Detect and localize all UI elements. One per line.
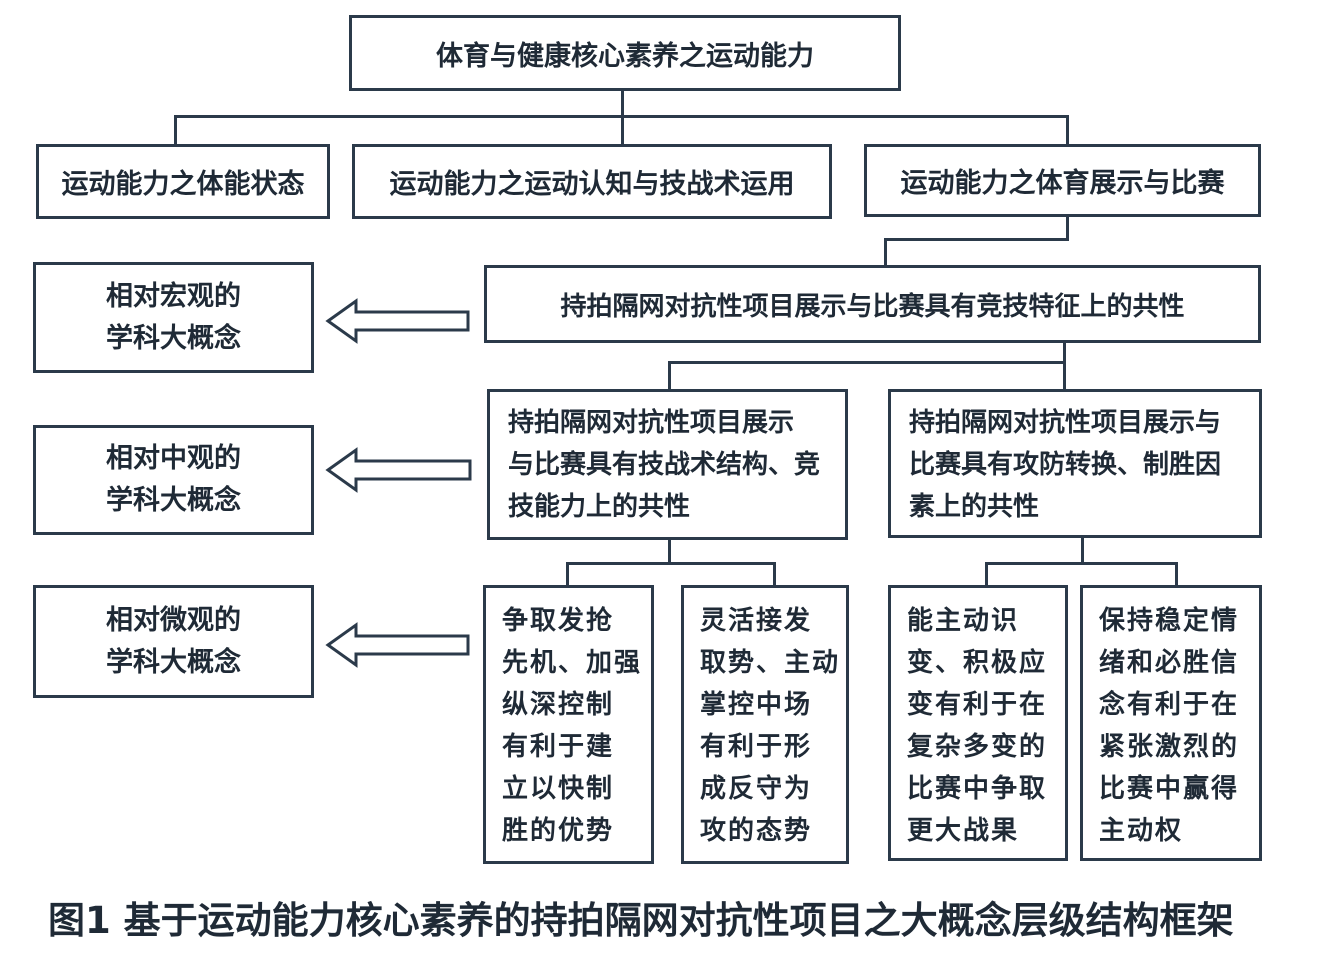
connector-level3-left-down <box>668 538 671 564</box>
level3-node-line: 持拍隔网对抗性项目展示与 <box>909 408 1222 438</box>
level3-node-tactics: 持拍隔网对抗性项目展示 与比赛具有技战术结构、竞 技能力上的共性 <box>487 389 848 540</box>
level1-node-label: 运动能力之运动认知与技战术运用 <box>389 169 795 200</box>
connector-level1-left <box>174 115 177 145</box>
arrow-left-icon <box>325 298 470 344</box>
level4-node-line: 变有利于在 <box>907 690 1048 720</box>
connector-level4-c <box>985 562 988 586</box>
level4-node-line: 主动权 <box>1099 816 1184 846</box>
level4-node-line: 比赛中赢得 <box>1099 774 1240 804</box>
level4-node-receive-control: 灵活接发 取势、主动 掌控中场 有利于形 成反守为 攻的态势 <box>681 585 849 864</box>
connector-level3-left <box>668 361 671 389</box>
level2-node-label: 持拍隔网对抗性项目展示与比赛具有竞技特征上的共性 <box>560 291 1185 322</box>
level1-node-competition: 运动能力之体育展示与比赛 <box>864 144 1261 217</box>
level4-node-line: 争取发抢 <box>502 606 615 636</box>
level4-node-line: 灵活接发 <box>700 606 813 636</box>
level4-node-line: 变、积极应 <box>907 648 1048 678</box>
level4-node-line: 能主动识 <box>907 606 1020 636</box>
connector-level1-right <box>1066 115 1069 145</box>
level4-node-adapt-change: 能主动识 变、积极应 变有利于在 复杂多变的 比赛中争取 更大战果 <box>888 585 1068 861</box>
level4-node-line: 念有利于在 <box>1099 690 1240 720</box>
connector-level3-right <box>1063 361 1066 389</box>
level1-node-label: 运动能力之体能状态 <box>61 169 305 200</box>
connector-level1-middle <box>621 115 624 145</box>
level3-node-line: 技能力上的共性 <box>508 492 691 522</box>
level1-node-physical: 运动能力之体能状态 <box>36 144 330 219</box>
root-node-label: 体育与健康核心素养之运动能力 <box>436 40 814 72</box>
level4-node-line: 复杂多变的 <box>907 732 1048 762</box>
level3-node-line: 素上的共性 <box>909 492 1040 522</box>
level3-node-transition: 持拍隔网对抗性项目展示与 比赛具有攻防转换、制胜因 素上的共性 <box>888 389 1262 538</box>
scale-label-micro: 相对微观的 学科大概念 <box>33 585 314 698</box>
level4-node-line: 有利于建 <box>502 732 615 762</box>
connector-level2-down <box>1063 341 1066 363</box>
figure-caption: 图1 基于运动能力核心素养的持拍隔网对抗性项目之大概念层级结构框架 <box>48 899 1234 942</box>
level4-node-line: 攻的态势 <box>700 816 813 846</box>
connector-level4-right-bus <box>985 562 1178 565</box>
scale-label-macro: 相对宏观的 学科大概念 <box>33 262 314 373</box>
level3-node-line: 比赛具有攻防转换、制胜因 <box>909 450 1222 480</box>
level4-node-line: 紧张激烈的 <box>1099 732 1240 762</box>
level4-node-line: 绪和必胜信 <box>1099 648 1240 678</box>
level4-node-line: 取势、主动 <box>700 648 841 678</box>
level4-node-line: 成反守为 <box>700 774 813 804</box>
arrow-left-icon <box>325 447 472 493</box>
level4-node-line: 胜的优势 <box>502 816 615 846</box>
scale-label-line: 学科大概念 <box>106 322 241 354</box>
connector-level4-b <box>773 562 776 586</box>
level1-node-cognition: 运动能力之运动认知与技战术运用 <box>352 144 832 219</box>
connector-level4-d <box>1175 562 1178 586</box>
level4-node-line: 更大战果 <box>907 816 1020 846</box>
level2-node: 持拍隔网对抗性项目展示与比赛具有竞技特征上的共性 <box>484 265 1261 343</box>
level4-node-line: 有利于形 <box>700 732 813 762</box>
scale-label-line: 学科大概念 <box>106 646 241 678</box>
scale-label-line: 相对中观的 <box>106 443 241 474</box>
connector-level4-a <box>566 562 569 586</box>
level3-node-line: 持拍隔网对抗性项目展示 <box>508 408 795 438</box>
level4-node-line: 比赛中争取 <box>907 774 1048 804</box>
connector-level3-right-down <box>1081 536 1084 564</box>
level4-node-line: 纵深控制 <box>502 690 615 720</box>
level4-node-line: 掌控中场 <box>700 690 813 720</box>
level4-node-line: 先机、加强 <box>502 648 643 678</box>
connector-level1-to-level2-bus <box>884 238 1069 241</box>
connector-level3-bus <box>668 361 1066 364</box>
scale-label-line: 学科大概念 <box>106 485 241 516</box>
level4-node-stable-mindset: 保持稳定情 绪和必胜信 念有利于在 紧张激烈的 比赛中赢得 主动权 <box>1080 585 1262 861</box>
level4-node-line: 保持稳定情 <box>1099 606 1240 636</box>
level4-node-serve-attack: 争取发抢 先机、加强 纵深控制 有利于建 立以快制 胜的优势 <box>483 585 654 864</box>
connector-level1-to-level2-drop <box>884 238 887 267</box>
scale-label-line: 相对微观的 <box>106 604 241 636</box>
root-node: 体育与健康核心素养之运动能力 <box>349 15 901 91</box>
arrow-left-icon <box>325 622 470 668</box>
connector-root-down <box>621 89 624 117</box>
level3-node-line: 与比赛具有技战术结构、竞 <box>508 450 821 480</box>
level4-node-line: 立以快制 <box>502 774 615 804</box>
connector-level4-left-bus <box>566 562 776 565</box>
connector-level1-to-level2-down <box>1066 215 1069 240</box>
level1-node-label: 运动能力之体育展示与比赛 <box>900 168 1225 199</box>
scale-label-line: 相对宏观的 <box>106 280 241 312</box>
scale-label-meso: 相对中观的 学科大概念 <box>33 425 314 535</box>
